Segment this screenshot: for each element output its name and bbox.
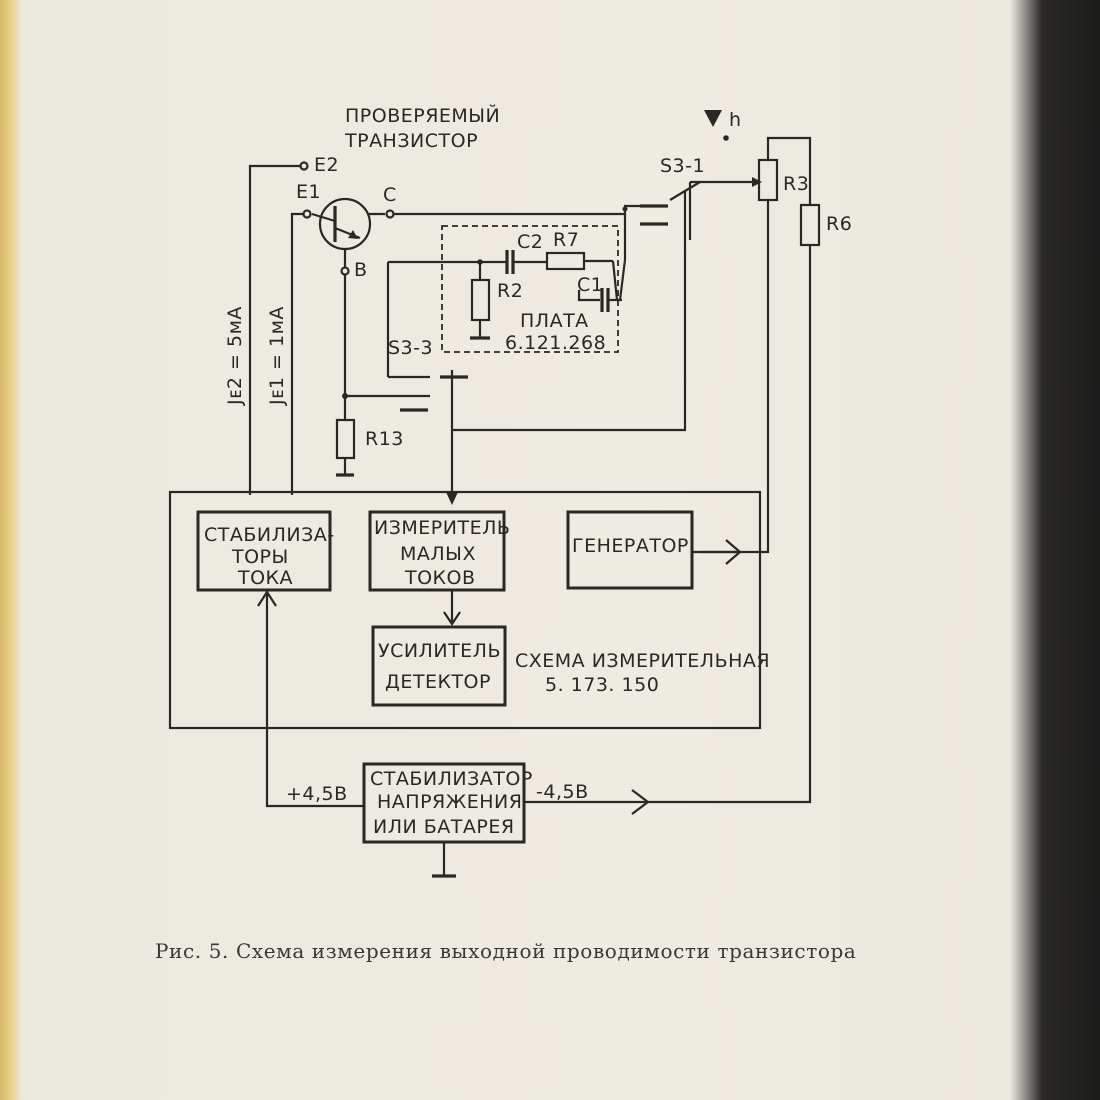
r7-label: R7 — [553, 229, 579, 251]
plus-voltage-label: +4,5В — [286, 783, 348, 805]
minus-voltage-label: -4,5В — [536, 781, 589, 803]
r2-label: R2 — [497, 280, 523, 302]
amplifier-line-1: УСИЛИТЕЛЬ — [378, 640, 501, 662]
c-label: C — [383, 184, 397, 206]
s3-1-return-wire — [452, 190, 687, 432]
e2-label: E2 — [314, 154, 339, 176]
e2-wire — [248, 164, 300, 495]
r3-label: R3 — [783, 173, 809, 195]
amplifier-line-2: ДЕТЕКТОР — [385, 671, 491, 693]
meter-line-2: МАЛЫХ — [400, 543, 476, 565]
h-label: h — [729, 109, 742, 131]
b-terminal — [340, 266, 350, 276]
current-e2-label: Jᴇ2 = 5мА — [224, 306, 246, 406]
c-terminal — [385, 209, 395, 219]
stabilizers-line-1: СТАБИЛИЗА- — [204, 524, 335, 546]
scheme-label-1: СХЕМА ИЗМЕРИТЕЛЬНАЯ — [515, 650, 770, 672]
meter-line-3: ТОКОВ — [404, 567, 476, 589]
e2-terminal — [299, 161, 309, 171]
meter-line-1: ИЗМЕРИТЕЛЬ — [374, 517, 510, 539]
plus-supply-wire — [265, 592, 364, 808]
c2-label: C2 — [517, 231, 543, 253]
r3-top-wire — [766, 136, 812, 205]
c1-label: C1 — [577, 274, 603, 296]
current-e1-label: Jᴇ1 = 1мА — [266, 306, 288, 406]
r6-label: R6 — [826, 213, 852, 235]
stabilizers-line-2: ТОРЫ — [231, 546, 289, 568]
r6-resistor — [799, 203, 821, 247]
board-label-2: 6.121.268 — [505, 332, 606, 354]
r13-label: R13 — [365, 428, 404, 450]
generator-block — [566, 510, 694, 590]
b-label: B — [354, 259, 368, 281]
title-line-2: ТРАНЗИСТОР — [344, 130, 478, 152]
stabilizers-line-3: ТОКА — [237, 567, 293, 589]
transistor-symbol — [311, 197, 385, 268]
figure-caption: Рис. 5. Схема измерения выходной проводи… — [155, 939, 856, 963]
r2-resistor — [470, 278, 491, 322]
minus-supply-wire — [525, 245, 812, 804]
h-indicator-icon — [704, 110, 722, 127]
title-line-1: ПРОВЕРЯЕМЫЙ — [345, 104, 500, 127]
e1-wire — [290, 212, 303, 495]
power-line-3: ИЛИ БАТАРЕЯ — [373, 816, 515, 838]
amplifier-detector-block — [371, 625, 507, 707]
measuring-scheme-outline — [168, 490, 762, 730]
scheme-label-2: 5. 173. 150 — [545, 674, 659, 696]
r3-resistor — [757, 158, 779, 202]
r13-resistor — [335, 418, 356, 460]
small-current-meter-block — [368, 510, 506, 592]
e1-terminal — [302, 209, 312, 219]
board-label-1: ПЛАТА — [520, 310, 589, 332]
e1-label: E1 — [296, 181, 321, 203]
s3-1-label: S3-1 — [660, 155, 705, 177]
current-stabilizers-block — [196, 510, 332, 592]
r3-generator-wire — [700, 200, 770, 554]
power-line-1: СТАБИЛИЗАТОР — [370, 768, 533, 790]
generator-label: ГЕНЕРАТОР — [572, 535, 689, 557]
power-line-2: НАПРЯЖЕНИЯ — [377, 791, 522, 813]
r7-resistor — [545, 251, 586, 271]
plus-supply-arrow — [257, 589, 277, 607]
s3-3-label: S3-3 — [388, 337, 433, 359]
board-outline — [441, 225, 619, 353]
minus-supply-arrow — [631, 789, 650, 815]
